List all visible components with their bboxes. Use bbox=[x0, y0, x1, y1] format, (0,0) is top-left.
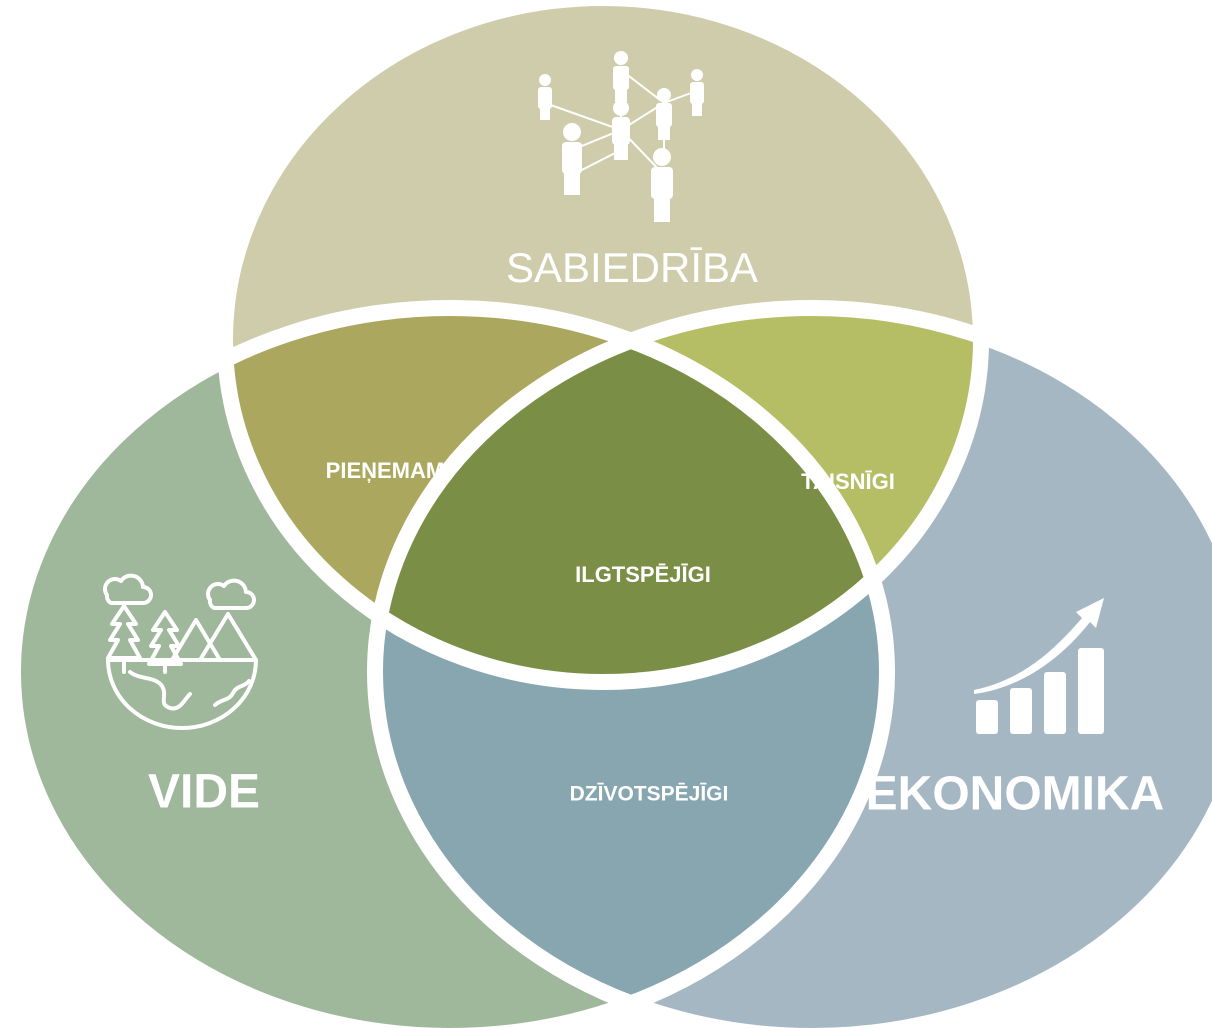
growth-chart-icon bbox=[974, 598, 1104, 734]
economy-label: EKONOMIKA bbox=[866, 768, 1165, 821]
people-network-icon bbox=[538, 51, 704, 222]
society-label: SABIEDRĪBA bbox=[506, 244, 758, 291]
equitable-label: TAISNĪGI bbox=[801, 469, 895, 494]
environment-outline bbox=[5, 300, 895, 1028]
circle-outlines bbox=[5, 0, 1212, 1028]
economy-outline bbox=[367, 300, 1212, 1028]
environment-label: VIDE bbox=[148, 766, 260, 819]
sustainable-label: ILGTSPĒJĪGI bbox=[575, 562, 711, 587]
acceptable-label: PIEŅEMAMI bbox=[326, 458, 451, 483]
nature-globe-icon bbox=[103, 573, 258, 730]
viable-label: DZĪVOTSPĒJĪGI bbox=[570, 783, 729, 806]
